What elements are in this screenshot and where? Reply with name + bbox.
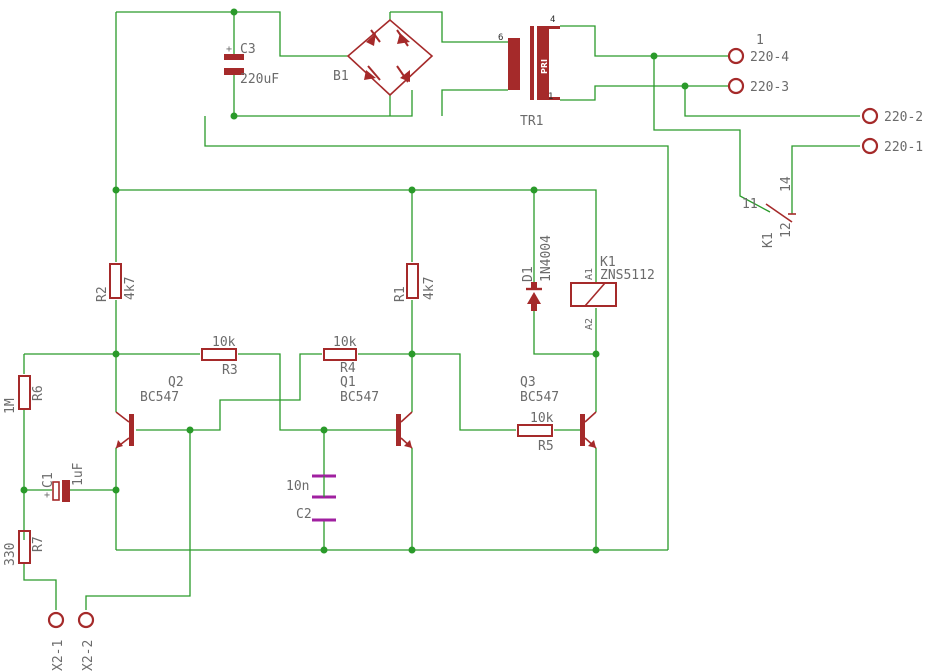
label-c3: C3 [240,42,256,57]
connector-220-2: 220-2 [861,107,923,125]
resistor-r1: R1 4k7 [393,263,437,302]
svg-text:+: + [226,44,232,55]
label-r2: R2 [95,286,110,302]
label-k1-a2: A2 [584,318,595,330]
diode-d1: D1 1N4004 [521,235,554,311]
label-r7-value: 330 [3,543,18,566]
label-r4-value: 10k [333,335,357,350]
label-d1-value: 1N4004 [539,235,554,282]
capacitor-c1: + C1 1uF [41,462,86,502]
resistor-r4: 10k R4 [323,335,357,376]
label-tr1-pin6: 6 [498,33,503,43]
connector-x2-1: X2-1 [47,611,66,671]
connector-220-3: 220-3 [727,77,789,95]
label-220-1: 220-1 [884,140,923,155]
transistor-q2: Q2 BC547 [115,375,184,449]
label-r6-value: 1M [3,398,18,414]
label-q1: Q1 [340,375,356,390]
label-q2: Q2 [168,375,184,390]
label-x2-1: X2-1 [51,640,66,671]
bridge-rectifier-b1: B1 [333,18,434,97]
label-c3-value: 220uF [240,72,279,87]
label-r7: R7 [31,536,46,552]
label-r3-value: 10k [212,335,236,350]
label-c2: C2 [296,507,312,522]
label-k1-pin11: 11 [742,197,758,212]
label-tr1-sec: SEC [493,61,502,78]
relay-coil-k1: K1 ZNS5112 A1 A2 [570,255,655,330]
label-j1-num: 1 [756,33,764,48]
label-r1-value: 4k7 [422,277,437,300]
connector-220-4: 1 220-4 [727,33,789,65]
label-d1: D1 [521,266,536,282]
resistor-r5: 10k R5 [517,411,554,454]
label-c1-value: 1uF [71,462,86,486]
label-r2-value: 4k7 [123,277,138,300]
capacitor-c3: + C3 220uF [224,42,279,87]
relay-contact-k1: 11 K1 12 14 [742,176,796,248]
wires [23,11,860,610]
resistor-r2: R2 4k7 [95,263,138,302]
label-r5: R5 [538,439,554,454]
junctions [20,8,689,554]
label-k1-pin14: 14 [779,176,794,192]
label-r6: R6 [31,385,46,401]
label-b1: B1 [333,69,349,84]
resistor-r3: 10k R3 [201,335,238,378]
label-c1: C1 [41,472,56,488]
label-q3: Q3 [520,375,536,390]
label-k1-value: ZNS5112 [600,268,655,283]
label-c2-value: 10n [286,479,309,494]
svg-text:+: + [44,490,50,501]
label-x2-2: X2-2 [81,640,96,671]
label-k1-a1: A1 [584,268,595,280]
label-k1-pin12: 12 [779,222,794,238]
label-tr1-pin4: 4 [550,15,555,25]
label-r3: R3 [222,363,238,378]
connector-220-1: 220-1 [861,137,923,155]
label-q1-value: BC547 [340,390,379,405]
label-q3-value: BC547 [520,390,559,405]
resistor-r7: 330 R7 [3,530,46,566]
capacitor-c2: 10n C2 [286,474,336,522]
label-tr1-pin1: 1 [548,92,553,102]
resistor-r6: 1M R6 [3,375,46,414]
label-r4: R4 [340,361,356,376]
label-tr1-pri: PRI [540,59,549,74]
label-k1: K1 [600,255,616,270]
label-220-2: 220-2 [884,110,923,125]
label-r1: R1 [393,286,408,302]
connector-x2-2: X2-2 [77,611,96,671]
label-220-4: 220-4 [750,50,789,65]
label-k1-switch: K1 [761,232,776,248]
label-q2-value: BC547 [140,390,179,405]
transistor-q1: Q1 BC547 [340,375,413,449]
label-tr1: TR1 [520,114,543,129]
label-220-3: 220-3 [750,80,789,95]
transistor-q3: Q3 BC547 [520,375,597,449]
label-r5-value: 10k [530,411,554,426]
transformer-tr1: SEC PRI 6 4 1 TR1 [493,15,560,129]
